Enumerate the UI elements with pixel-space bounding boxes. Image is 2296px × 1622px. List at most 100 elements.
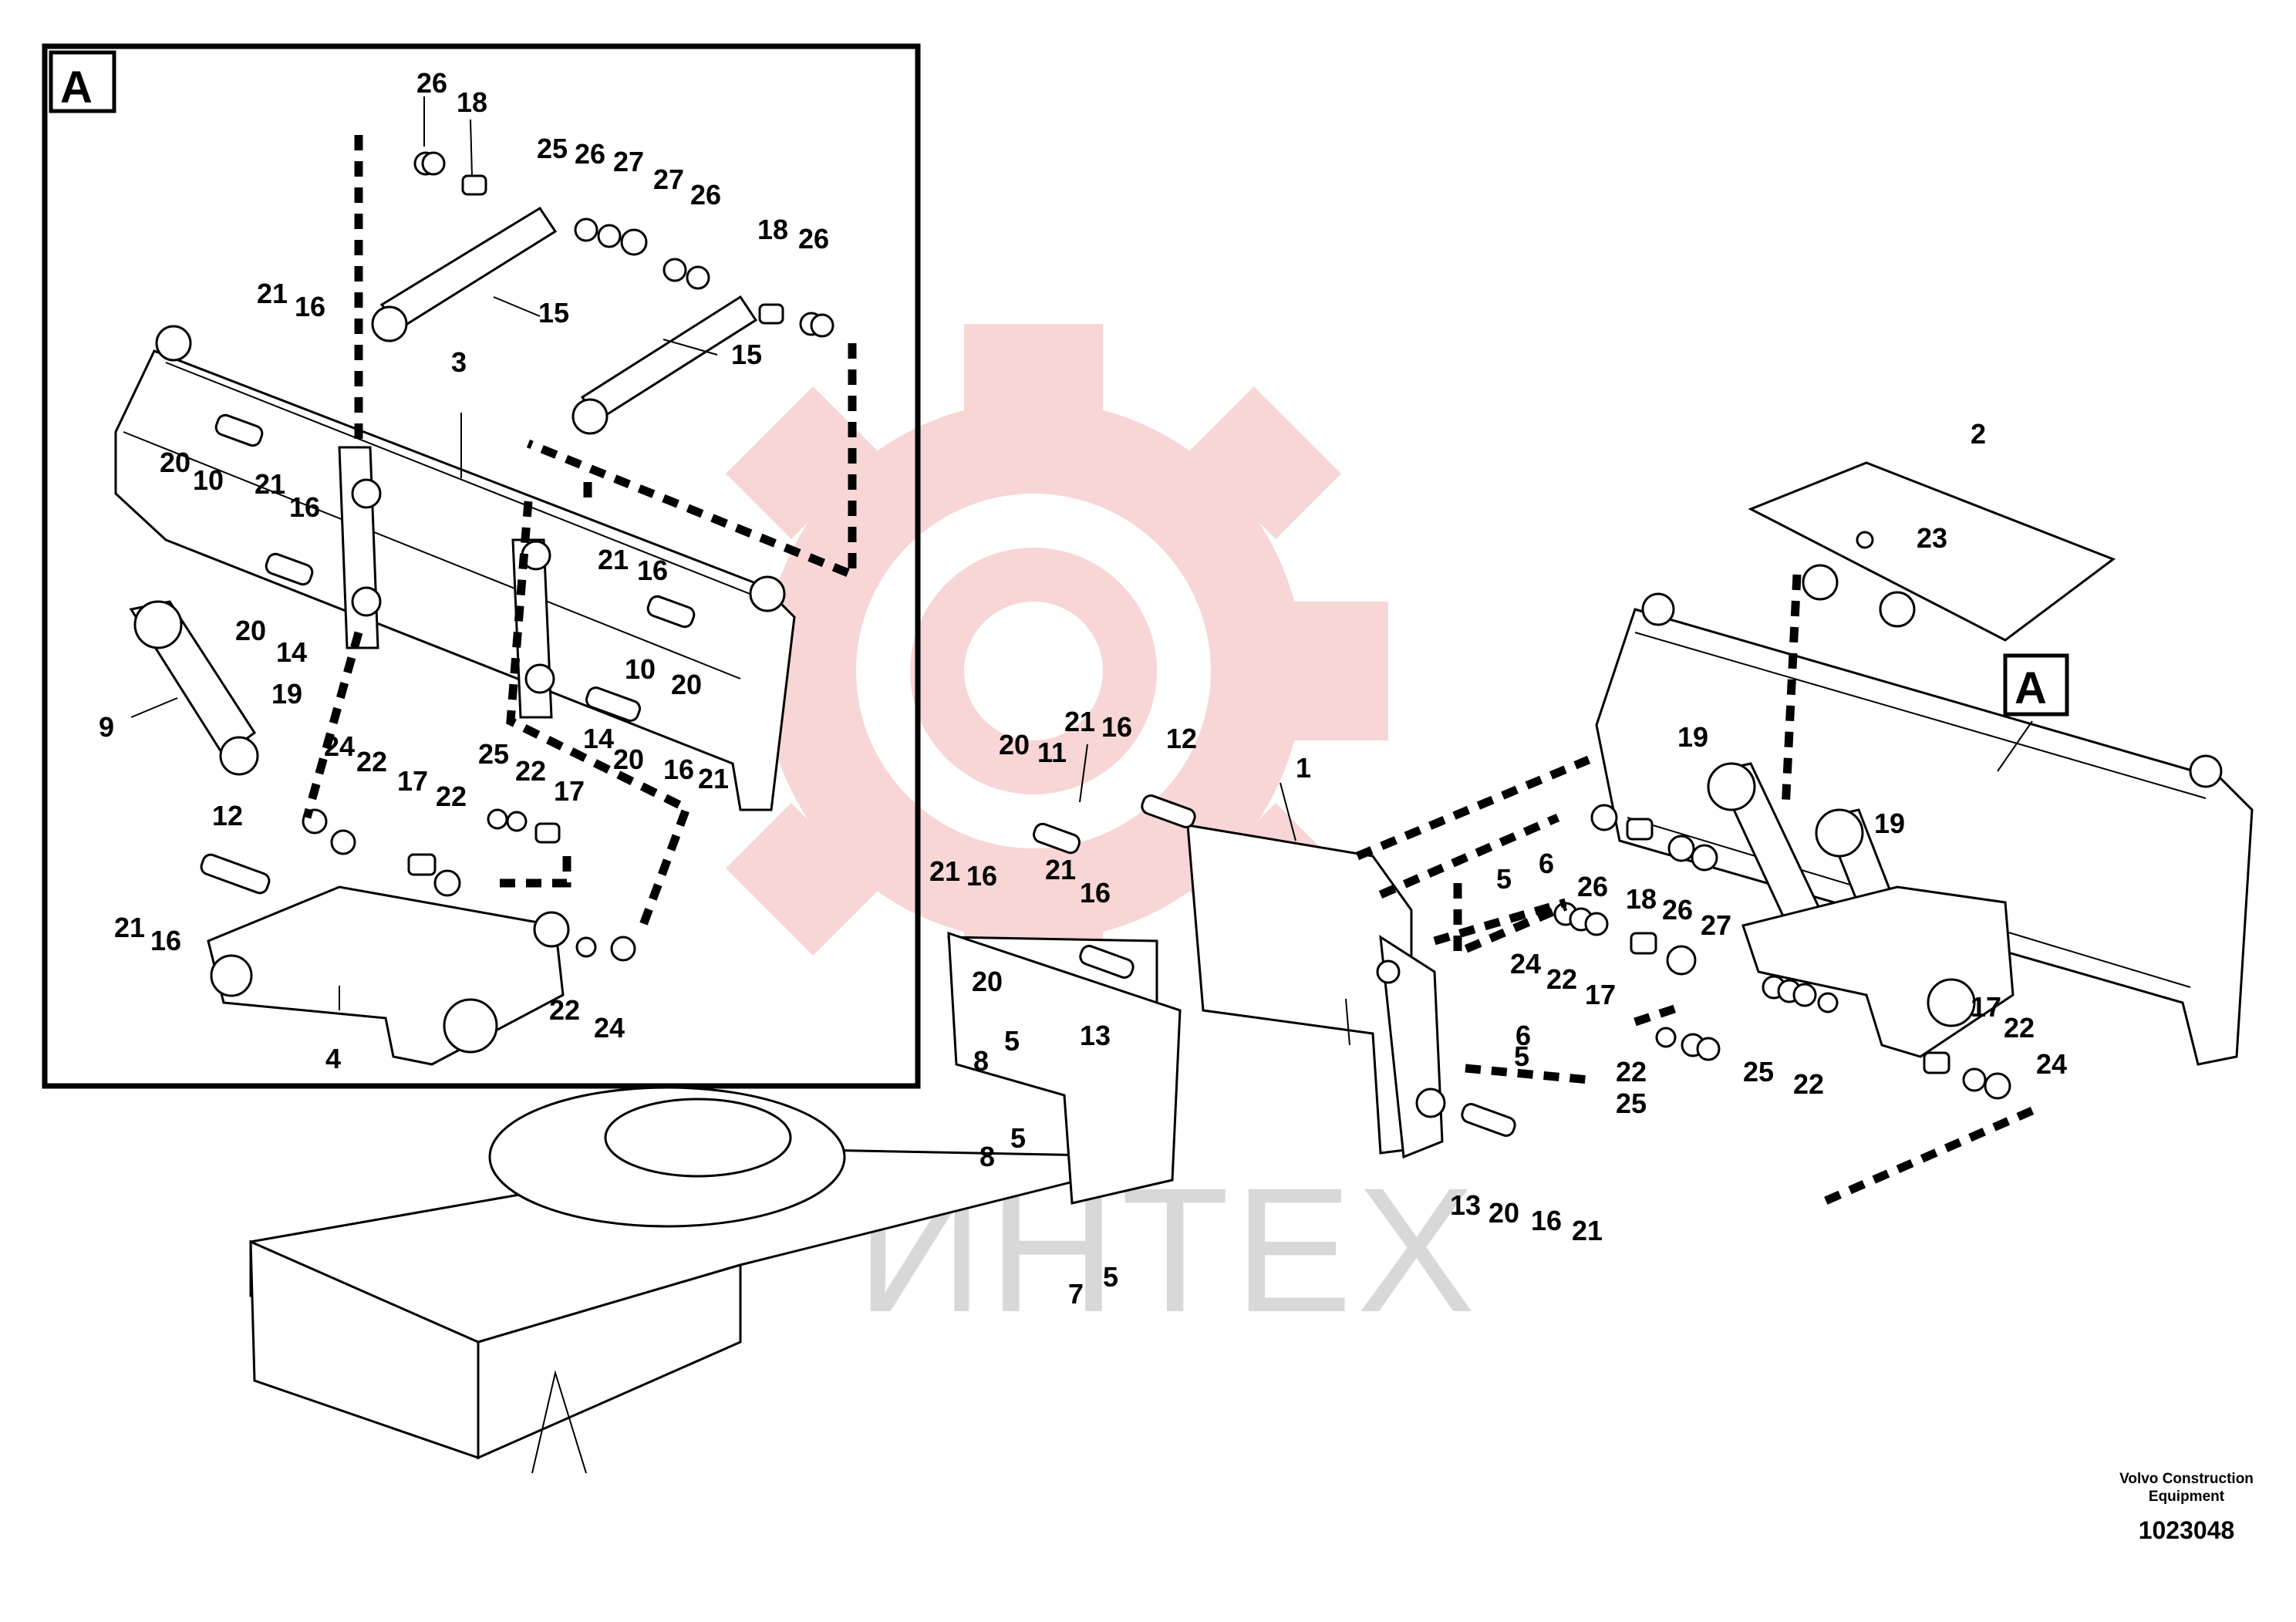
callout: 16: [295, 291, 325, 322]
callout: 22: [436, 781, 467, 812]
callout: 26: [798, 223, 829, 255]
main-a-tag-label: A: [2014, 663, 2047, 713]
callout: 5: [1010, 1122, 1026, 1154]
main-callouts: 2 23 19 19 20 21 16 12 11 1 21 16 21 16 …: [929, 418, 2067, 1310]
callout: 6: [1539, 848, 1554, 879]
callout: 3: [451, 346, 467, 378]
callout: 4: [325, 1043, 341, 1074]
callout: 12: [212, 800, 243, 831]
callout: 18: [1626, 883, 1657, 915]
callout: 24: [1510, 948, 1541, 980]
callout: 5: [1514, 1040, 1529, 1072]
credit-block: Volvo Construction Equipment 1023048: [2119, 1471, 2254, 1544]
callout: 16: [663, 754, 694, 785]
callout: 16: [1101, 711, 1132, 743]
callout: 8: [979, 1141, 995, 1172]
callout: 9: [99, 711, 114, 743]
callout: 6: [1515, 1020, 1531, 1051]
callout: 25: [1616, 1088, 1647, 1119]
callout: 17: [554, 775, 585, 807]
callout: 16: [150, 925, 181, 956]
callout: 20: [1489, 1197, 1519, 1229]
callout: 24: [2036, 1048, 2067, 1080]
callout: 27: [653, 164, 684, 195]
main-assembly-drawing: [249, 461, 2254, 1474]
callout: 20: [613, 744, 644, 775]
callout: 23: [1917, 522, 1947, 554]
callout: 18: [457, 86, 487, 118]
callout: 17: [1971, 991, 2001, 1023]
callout: 5: [1103, 1261, 1118, 1293]
callout: 17: [397, 765, 428, 797]
callout: 21: [598, 544, 629, 575]
callout: 25: [1743, 1056, 1774, 1088]
drawing-number: 1023048: [2139, 1516, 2235, 1544]
callout: 21: [257, 278, 288, 309]
callout: 27: [1701, 909, 1731, 941]
callout: 21: [1572, 1215, 1603, 1246]
callout: 16: [289, 491, 320, 523]
callout: 1: [1296, 752, 1311, 784]
callout: 20: [671, 669, 702, 700]
callout: 14: [583, 723, 614, 754]
credit-line-2: Equipment: [2149, 1489, 2225, 1505]
detail-a-callouts: 26 18 25 26 27 27 26 18 26 15 15 21 16 3…: [99, 67, 829, 1074]
callout: 16: [637, 555, 668, 586]
callout: 16: [1080, 877, 1111, 909]
callout: 13: [1080, 1020, 1111, 1051]
callout: 19: [1874, 808, 1905, 839]
callout: 11: [1037, 737, 1067, 768]
callout: 21: [255, 468, 285, 500]
callout: 10: [193, 464, 224, 496]
callout: 17: [1585, 979, 1616, 1010]
callout: 18: [757, 214, 788, 245]
callout: 22: [2004, 1012, 2035, 1044]
callout: 25: [537, 133, 568, 164]
callout: 16: [1531, 1205, 1562, 1236]
callout: 21: [929, 855, 960, 887]
callout: 22: [549, 994, 580, 1026]
callout: 7: [1068, 1278, 1084, 1310]
main-a-tag: A: [2003, 653, 2069, 717]
callout: 15: [731, 339, 762, 370]
callout: 19: [1677, 721, 1708, 753]
callout: 12: [1166, 723, 1197, 754]
callout: 5: [1496, 863, 1512, 895]
callout: 26: [416, 67, 447, 99]
detail-a-panel: A: [42, 43, 921, 1089]
callout: 21: [1045, 854, 1076, 885]
callout: 25: [478, 738, 509, 770]
callout: 13: [1450, 1189, 1481, 1221]
callout: 22: [515, 755, 546, 787]
callout: 8: [973, 1045, 989, 1077]
callout: 20: [972, 966, 1003, 997]
callout: 22: [1616, 1056, 1647, 1088]
callout: 5: [1004, 1025, 1020, 1057]
callout: 22: [1793, 1068, 1824, 1100]
callout: 21: [1064, 706, 1095, 737]
callout: 24: [324, 730, 355, 762]
callout: 22: [356, 746, 387, 777]
detail-a-drawing: [114, 96, 857, 1066]
callout: 26: [1577, 871, 1608, 902]
callout: 2: [1971, 418, 1986, 450]
callout: 20: [999, 729, 1030, 760]
callout: 22: [1546, 963, 1577, 995]
callout: 20: [160, 447, 190, 478]
callout: 26: [575, 138, 605, 170]
callout: 21: [114, 912, 145, 943]
callout: 15: [538, 297, 569, 329]
callout: 24: [594, 1012, 625, 1044]
callout: 26: [690, 179, 721, 211]
credit-line-1: Volvo Construction: [2119, 1471, 2254, 1487]
callout: 10: [625, 653, 656, 685]
callout: 19: [271, 678, 302, 710]
callout: 14: [276, 636, 307, 668]
callout: 27: [613, 146, 644, 177]
callout: 26: [1662, 894, 1693, 926]
callout: 16: [966, 860, 997, 892]
callout: 20: [235, 615, 266, 646]
callout: 21: [698, 763, 729, 794]
detail-a-tag: A: [60, 62, 93, 113]
